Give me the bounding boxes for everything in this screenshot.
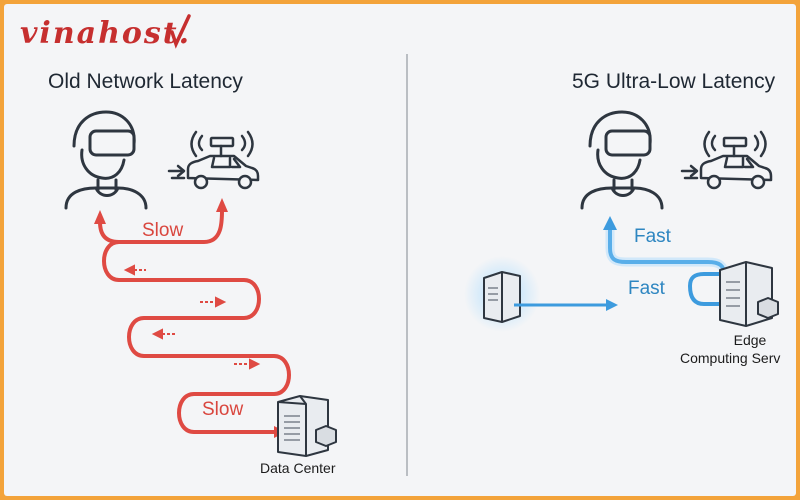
vinahost-logo: vinahost. [20, 16, 192, 51]
slow-latency-path [102, 209, 291, 434]
fast-label-top: Fast [634, 226, 671, 247]
fast-arrow-up-icon [603, 216, 617, 230]
fast-label-mid: Fast [628, 278, 665, 299]
edge-label-line2: Computing Serv [680, 350, 781, 366]
left-panel-title: Old Network Latency [48, 70, 243, 93]
right-panel-title: 5G Ultra-Low Latency [572, 70, 776, 93]
edge-server-icon [719, 261, 779, 327]
arrow-up-car-icon [216, 198, 228, 212]
arrow-up-user-icon [94, 210, 106, 224]
edge-label-line1: Edge [733, 332, 767, 348]
fast-path-to-user [608, 226, 726, 275]
infographic-panel: vinahost. [4, 4, 796, 496]
remote-server-icon [483, 271, 521, 323]
slow-upstream-branch [98, 221, 120, 244]
fast-beam-arrow-icon [606, 299, 618, 311]
autonomous-car-icon-right [680, 130, 773, 190]
diagram-svg [64, 14, 779, 476]
logo-check-icon [170, 14, 191, 49]
data-center-server-icon [277, 395, 337, 457]
data-center-label: Data Center [260, 460, 336, 476]
vr-headset-user-icon [64, 110, 148, 210]
fast-path-loop [687, 272, 724, 306]
slow-label-top: Slow [142, 220, 184, 241]
autonomous-car-icon [167, 130, 260, 190]
slow-label-bottom: Slow [202, 399, 244, 420]
fast-path-glow [605, 226, 729, 275]
vr-headset-user-icon-right [580, 110, 664, 210]
slow-direction-arrows [123, 264, 261, 370]
